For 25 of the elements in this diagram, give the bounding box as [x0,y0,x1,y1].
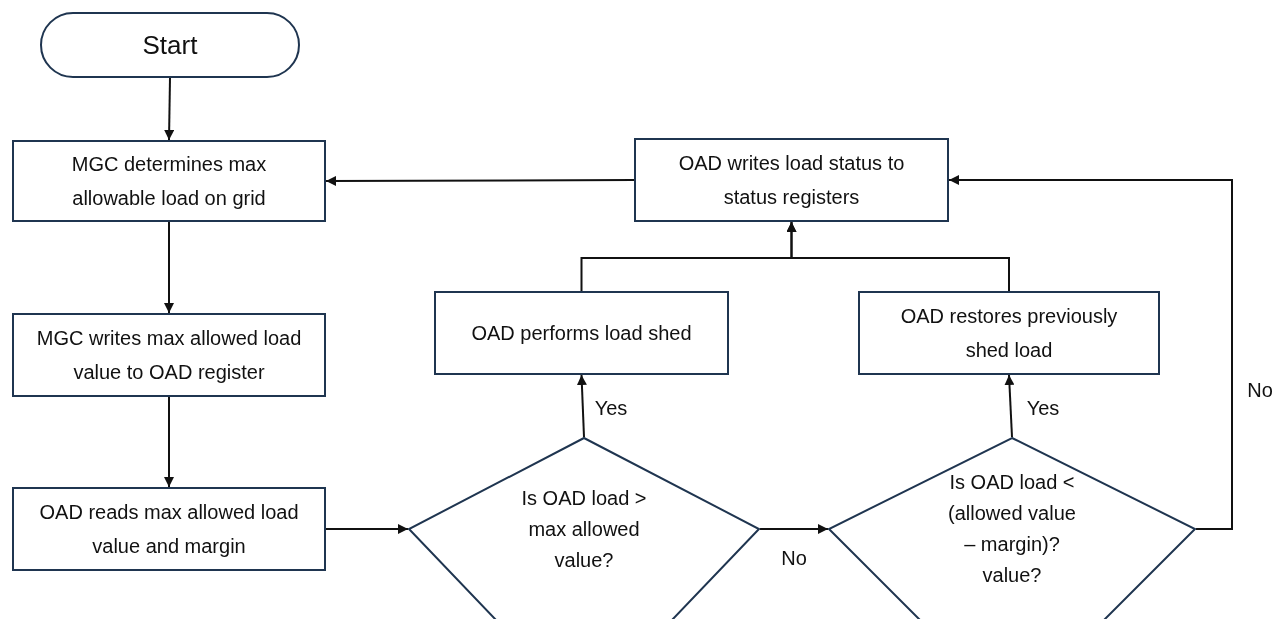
process-box [434,291,729,375]
process-box [12,313,326,397]
process-text: MGC determines max allowable load on grid [70,152,268,211]
arrow [164,396,174,488]
process-box [858,291,1160,375]
process-box [12,140,326,222]
arrow [576,374,587,438]
arrow [164,77,175,141]
process-box [634,138,949,222]
process-box [12,487,326,571]
process-text: OAD reads max allowed load value and margin [38,500,300,559]
process-text: OAD restores previously shed load [899,304,1119,363]
arrow [759,524,829,534]
arrow [786,221,1010,292]
arrow [164,221,174,314]
process-text: MGC writes max allowed load value to OAD register [35,326,303,385]
arrow [948,175,1233,530]
decision-text: Is OAD load > max allowed value? [520,485,648,573]
process-text: OAD writes load status to status registers [677,151,906,210]
arrow [1004,374,1015,438]
terminal-text: Start [142,28,198,62]
arrow [325,524,409,534]
decision-text: Is OAD load < (allowed value – margin)? value? [947,470,1077,588]
arrow [325,175,635,186]
process-text: OAD performs load shed [471,321,692,346]
